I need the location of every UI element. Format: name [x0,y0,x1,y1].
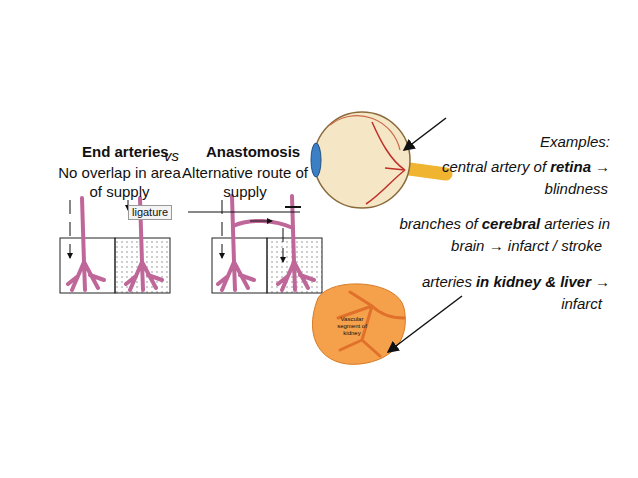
ligature-mark [285,206,301,208]
label-text: arteries [422,273,472,290]
retinal-artery [366,122,405,204]
eyeball [314,112,410,208]
label-text: branches of [399,215,477,232]
text-line: vs [164,146,179,165]
label-text: Examples: [540,133,610,150]
flow-arrow [222,200,223,258]
pointer-arrow [388,296,462,352]
label-text: ligature [132,206,168,218]
ligature-leader [188,212,300,213]
end-artery [68,198,104,290]
text-line: arteriesin kidney & liver→ [422,272,610,291]
pointer-arrow [404,118,446,150]
text-line: No overlap in area of supply [52,163,187,201]
flow-arrow [250,221,272,222]
text-line: ligature [128,205,172,220]
text-line: End arteries [82,142,169,161]
label-text: arteries in [544,215,610,232]
flow-arrow [70,200,71,258]
retina-vessel [330,116,400,150]
text-line: branches of cerebralarteries in [399,214,610,233]
text-line: brain → infarct / stroke [451,236,602,255]
text-line: Examples: [540,132,610,151]
label-text: No overlap in area of supply [58,164,181,200]
label-text: infarct [561,295,602,312]
text-line: Alternative route of supply [181,163,309,201]
flow-arrow [283,228,284,262]
text-line: Anastomosis [206,142,300,161]
label-text: brain → infarct / stroke [451,237,602,254]
label-text: blindness [545,180,608,197]
label-text: End arteries [82,143,169,160]
label-text: retina [550,158,591,175]
anastomotic-channel [233,221,293,228]
renal-artery [338,292,404,356]
text-line: blindness [545,179,608,198]
label-text: → [595,273,610,290]
label-text: Vascular segment of kidney [337,316,367,336]
label-text: Anastomosis [206,143,300,160]
text-line: infarct [561,294,602,313]
artery [278,196,314,290]
kidney [312,284,405,364]
iris [311,143,321,177]
text-line: central artery ofretina→ [442,157,610,176]
label-text: vs [164,147,179,164]
label-text: cerebral [482,215,540,232]
text-line: Vascular segment of kidney [334,316,370,337]
artery [218,196,254,290]
label-text: Alternative route of supply [182,164,308,200]
label-text: → [595,158,610,175]
label-text: in kidney & liver [476,273,591,290]
label-text: central artery of [442,158,546,175]
